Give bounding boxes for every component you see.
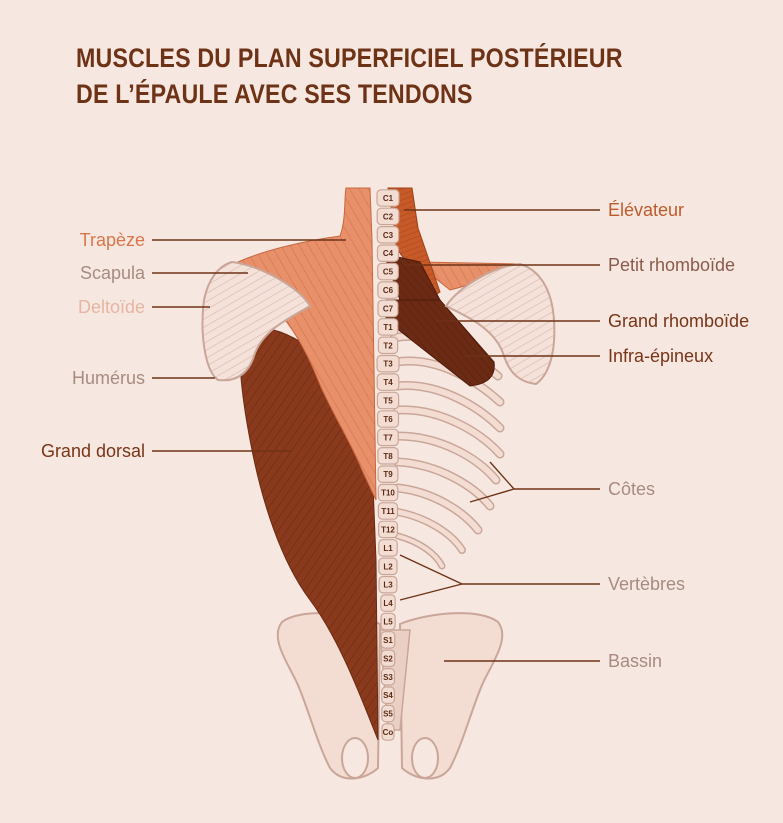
vertebra-t7 bbox=[377, 428, 399, 447]
vertebra-label-t11: T11 bbox=[381, 507, 395, 516]
vertebra-t6 bbox=[377, 410, 400, 428]
vertebra-l2 bbox=[378, 557, 398, 576]
label-cotes: Côtes bbox=[608, 479, 655, 499]
vertebra-label-t5: T5 bbox=[383, 397, 393, 406]
vertebra-c4 bbox=[376, 244, 400, 262]
label-scapula: Scapula bbox=[80, 263, 146, 283]
vertebra-t10 bbox=[377, 483, 399, 502]
vertebra-t4 bbox=[376, 373, 400, 391]
label-grand-rhomboide: Grand rhomboïde bbox=[608, 311, 749, 331]
figure-title: MUSCLES DU PLAN SUPERFICIEL POSTÉRIEUR D… bbox=[76, 40, 623, 112]
label-trapeze: Trapèze bbox=[80, 230, 145, 250]
vertebra-label-t7: T7 bbox=[383, 433, 393, 442]
rhomboid-major bbox=[385, 299, 495, 387]
vertebra-label-t9: T9 bbox=[383, 470, 393, 479]
vertebra-label-t1: T1 bbox=[383, 323, 393, 332]
vertebra-t1 bbox=[377, 318, 399, 336]
vertebra-s3 bbox=[380, 667, 396, 686]
labels-right: Élévateur Petit rhomboïde Grand rhomboïd… bbox=[608, 200, 749, 671]
vertebra-s1 bbox=[380, 631, 396, 649]
deltoid-left bbox=[201, 260, 312, 382]
vertebra-label-s2: S2 bbox=[383, 654, 393, 663]
vertebra-label-c3: C3 bbox=[383, 231, 394, 240]
label-deltoide: Deltoïde bbox=[78, 297, 145, 317]
vertebra-l1 bbox=[378, 539, 398, 557]
vertebra-c7 bbox=[377, 299, 399, 318]
vertebra-label-s3: S3 bbox=[383, 673, 393, 682]
deltoid-right bbox=[444, 262, 556, 386]
label-vertebres: Vertèbres bbox=[608, 574, 685, 594]
vertebra-c5 bbox=[377, 262, 399, 281]
vertebra-t3 bbox=[376, 354, 400, 373]
vertebra-co bbox=[381, 723, 395, 741]
vertebra-label-c7: C7 bbox=[383, 305, 394, 314]
vertebra-label-t4: T4 bbox=[383, 378, 393, 387]
vertebra-label-l4: L4 bbox=[383, 599, 393, 608]
vertebra-label-l3: L3 bbox=[383, 581, 393, 590]
vertebra-l3 bbox=[378, 575, 398, 594]
vertebra-t9 bbox=[377, 465, 399, 483]
vertebra-c2 bbox=[376, 207, 400, 226]
vertebra-label-c1: C1 bbox=[383, 194, 394, 203]
vertebra-s4 bbox=[381, 686, 396, 704]
vertebra-label-c2: C2 bbox=[383, 212, 394, 221]
vertebra-label-c6: C6 bbox=[383, 286, 394, 295]
vertebra-label-c5: C5 bbox=[383, 268, 394, 277]
vertebra-label-t12: T12 bbox=[381, 525, 395, 534]
vertebra-label-l1: L1 bbox=[383, 544, 393, 553]
vertebra-t11 bbox=[377, 502, 399, 520]
label-humerus: Humérus bbox=[72, 368, 145, 388]
vertebra-l5 bbox=[380, 612, 396, 631]
vertebra-c1 bbox=[376, 189, 400, 207]
vertebra-l4 bbox=[380, 594, 396, 612]
pelvis bbox=[276, 612, 504, 780]
label-infra-epineux: Infra-épineux bbox=[608, 346, 713, 366]
vertebra-label-t10: T10 bbox=[381, 489, 395, 498]
vertebra-t8 bbox=[377, 447, 399, 465]
vertebra-label-l5: L5 bbox=[383, 618, 393, 627]
labels-left: Trapèze Scapula Deltoïde Humérus Grand d… bbox=[41, 230, 146, 461]
vertebra-label-t3: T3 bbox=[383, 360, 393, 369]
vertebra-label-co: Co bbox=[383, 728, 394, 737]
vertebra-label-s4: S4 bbox=[383, 691, 393, 700]
title-line-2: DE L’ÉPAULE AVEC SES TENDONS bbox=[76, 79, 473, 109]
vertebra-s5 bbox=[381, 704, 395, 723]
label-elevateur: Élévateur bbox=[608, 200, 684, 220]
vertebra-c3 bbox=[376, 226, 400, 244]
label-bassin: Bassin bbox=[608, 651, 662, 671]
vertebra-label-t6: T6 bbox=[383, 415, 393, 424]
vertebra-label-t2: T2 bbox=[383, 341, 393, 350]
vertebra-label-c4: C4 bbox=[383, 249, 394, 258]
vertebra-c6 bbox=[377, 281, 399, 299]
vertebra-s2 bbox=[380, 649, 396, 668]
vertebra-label-s5: S5 bbox=[383, 710, 393, 719]
title-line-1: MUSCLES DU PLAN SUPERFICIEL POSTÉRIEUR bbox=[76, 43, 623, 73]
vertebral-column: C1C2C3C4C5C6C7T1T2T3T4T5T6T7T8T9T10T11T1… bbox=[376, 189, 400, 741]
vertebra-label-t8: T8 bbox=[383, 452, 393, 461]
vertebra-t12 bbox=[378, 520, 399, 539]
vertebra-label-s1: S1 bbox=[383, 636, 393, 645]
label-petit-rhomboide: Petit rhomboïde bbox=[608, 255, 735, 275]
label-grand-dorsal: Grand dorsal bbox=[41, 441, 145, 461]
vertebra-t5 bbox=[376, 391, 400, 410]
vertebra-label-l2: L2 bbox=[383, 562, 393, 571]
leader-lines bbox=[152, 209, 600, 662]
vertebra-t2 bbox=[377, 336, 399, 355]
